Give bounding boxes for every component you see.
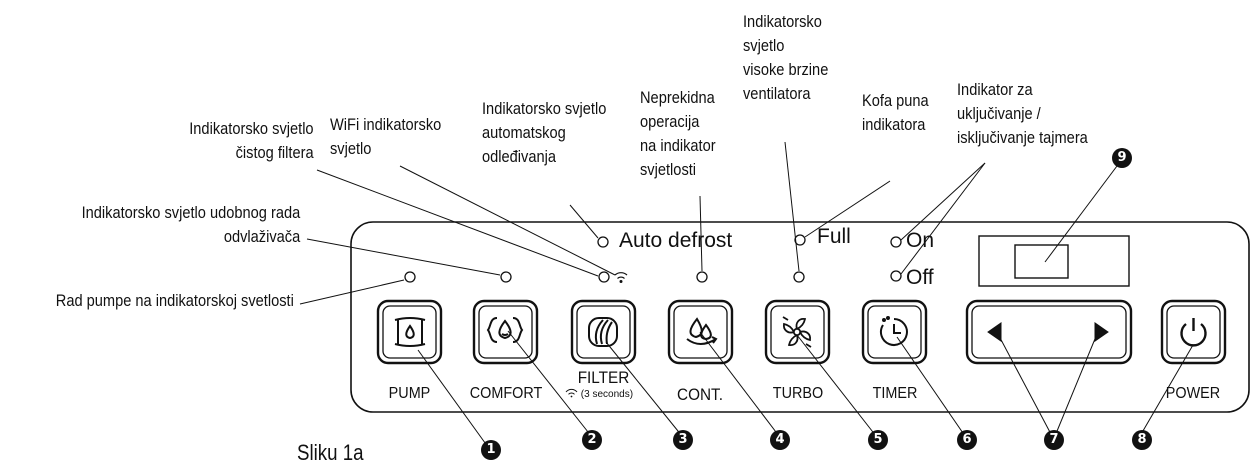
timer-button[interactable] xyxy=(861,299,928,365)
power-button[interactable] xyxy=(1160,299,1227,365)
callout-cont-line-1: Neprekidna xyxy=(640,88,715,107)
badge-8: 8 xyxy=(1132,430,1152,450)
callout-defrost-line-1: Indikatorsko svjetlo xyxy=(482,99,607,118)
figure-caption: Sliku 1a xyxy=(297,440,364,465)
turbo-button[interactable] xyxy=(764,299,831,365)
callout-timer-light: Indikator za uključivanje / isključivanj… xyxy=(957,78,1088,150)
callout-comfort-line-2: odvlaživača xyxy=(223,227,300,246)
pump-label: PUMP xyxy=(388,385,431,402)
badge-3: 3 xyxy=(673,430,693,450)
callout-full-line-2: indikatora xyxy=(862,115,926,134)
filter-indicator-light xyxy=(598,271,610,283)
callout-filter-line-1: Indikatorsko svjetlo xyxy=(189,119,314,138)
cont-button[interactable] xyxy=(667,299,734,365)
callout-cont-line-4: svjetlosti xyxy=(640,160,697,179)
arrow-right-icon xyxy=(1094,322,1109,342)
callout-pump-light: Rad pumpe na indikatorskoj svetlosti xyxy=(56,289,294,313)
callout-wifi-line-1: WiFi indikatorsko xyxy=(330,115,442,134)
display-window xyxy=(978,235,1130,287)
badge-6: 6 xyxy=(957,430,977,450)
filter-wifi-icon xyxy=(565,388,578,398)
filter-label: FILTER xyxy=(577,368,630,387)
arrow-left-icon xyxy=(987,322,1002,342)
callout-full-light: Kofa puna indikatora xyxy=(862,89,929,137)
callout-comfort-line-1: Indikatorsko svjetlo udobnog rada xyxy=(81,203,300,222)
turbo-indicator-light xyxy=(793,271,805,283)
filter-button[interactable] xyxy=(570,299,637,365)
callout-cont-line-2: operacija xyxy=(640,112,700,131)
callout-timer-line-1: Indikator za xyxy=(957,80,1033,99)
defrost-indicator-light xyxy=(597,236,609,248)
callout-timer-line-2: uključivanje / xyxy=(957,104,1041,123)
cont-label: CONT. xyxy=(677,385,723,404)
callout-cont-line-3: na indikator xyxy=(640,136,716,155)
callout-filter-light: Indikatorsko svjetlo čistog filtera xyxy=(190,117,314,165)
comfort-drop-icon xyxy=(486,317,524,343)
fan-icon xyxy=(782,316,812,348)
wifi-icon xyxy=(614,272,628,284)
power-label: POWER xyxy=(1165,385,1221,402)
full-indicator-light xyxy=(794,234,806,246)
panel-outline xyxy=(350,221,1250,413)
callout-full-line-1: Kofa puna xyxy=(862,91,929,110)
cont-indicator-light xyxy=(696,271,708,283)
callout-defrost-line-3: odleđivanja xyxy=(482,147,556,166)
callout-filter-line-2: čistog filtera xyxy=(235,143,314,162)
filter-icon xyxy=(588,317,618,347)
callout-turbo-light: Indikatorsko svjetlo visoke brzine venti… xyxy=(743,10,828,106)
timer-label: TIMER xyxy=(872,385,918,402)
auto-defrost-label: Auto defrost xyxy=(619,229,733,252)
callout-timer-line-3: isključivanje tajmera xyxy=(957,128,1088,147)
timer-icon xyxy=(880,316,908,346)
pump-indicator-light xyxy=(404,271,416,283)
timer-on-indicator-light xyxy=(890,236,902,248)
arrow-button[interactable] xyxy=(965,299,1133,365)
timer-off-label: Off xyxy=(906,266,934,289)
turbo-label: TURBO xyxy=(772,385,824,402)
badge-4: 4 xyxy=(770,430,790,450)
badge-1: 1 xyxy=(481,440,501,460)
comfort-indicator-light xyxy=(500,271,512,283)
power-icon xyxy=(1180,318,1207,347)
callout-pump-line-1: Rad pumpe na indikatorskoj svetlosti xyxy=(55,291,294,310)
pump-icon xyxy=(394,317,426,347)
comfort-button[interactable] xyxy=(472,299,539,365)
filter-hint-text: (3 seconds) xyxy=(580,389,634,400)
drops-icon xyxy=(686,317,718,345)
comfort-label: COMFORT xyxy=(469,385,543,402)
callout-turbo-line-2: svjetlo xyxy=(743,36,785,55)
callout-comfort-light: Indikatorsko svjetlo udobnog rada odvlaž… xyxy=(81,201,300,249)
pump-button[interactable] xyxy=(376,299,443,365)
badge-7: 7 xyxy=(1044,430,1064,450)
badge-2: 2 xyxy=(582,430,602,450)
timer-on-label: On xyxy=(906,229,935,252)
callout-cont-light: Neprekidna operacija na indikator svjetl… xyxy=(640,86,716,182)
filter-wifi-hint: (3 seconds) xyxy=(565,388,633,400)
callout-turbo-line-1: Indikatorsko xyxy=(743,12,822,31)
display-screen xyxy=(1014,244,1069,279)
callout-turbo-line-3: visoke brzine xyxy=(743,60,829,79)
callout-defrost-line-2: automatskog xyxy=(482,123,566,142)
callout-wifi-light: WiFi indikatorsko svjetlo xyxy=(330,113,441,161)
callout-turbo-line-4: ventilatora xyxy=(743,84,811,103)
badge-9: 9 xyxy=(1112,148,1132,168)
callout-defrost-light: Indikatorsko svjetlo automatskog odleđiv… xyxy=(482,97,606,169)
badge-5: 5 xyxy=(868,430,888,450)
callout-wifi-line-2: svjetlo xyxy=(330,139,372,158)
full-label: Full xyxy=(817,225,851,248)
timer-off-indicator-light xyxy=(890,270,902,282)
